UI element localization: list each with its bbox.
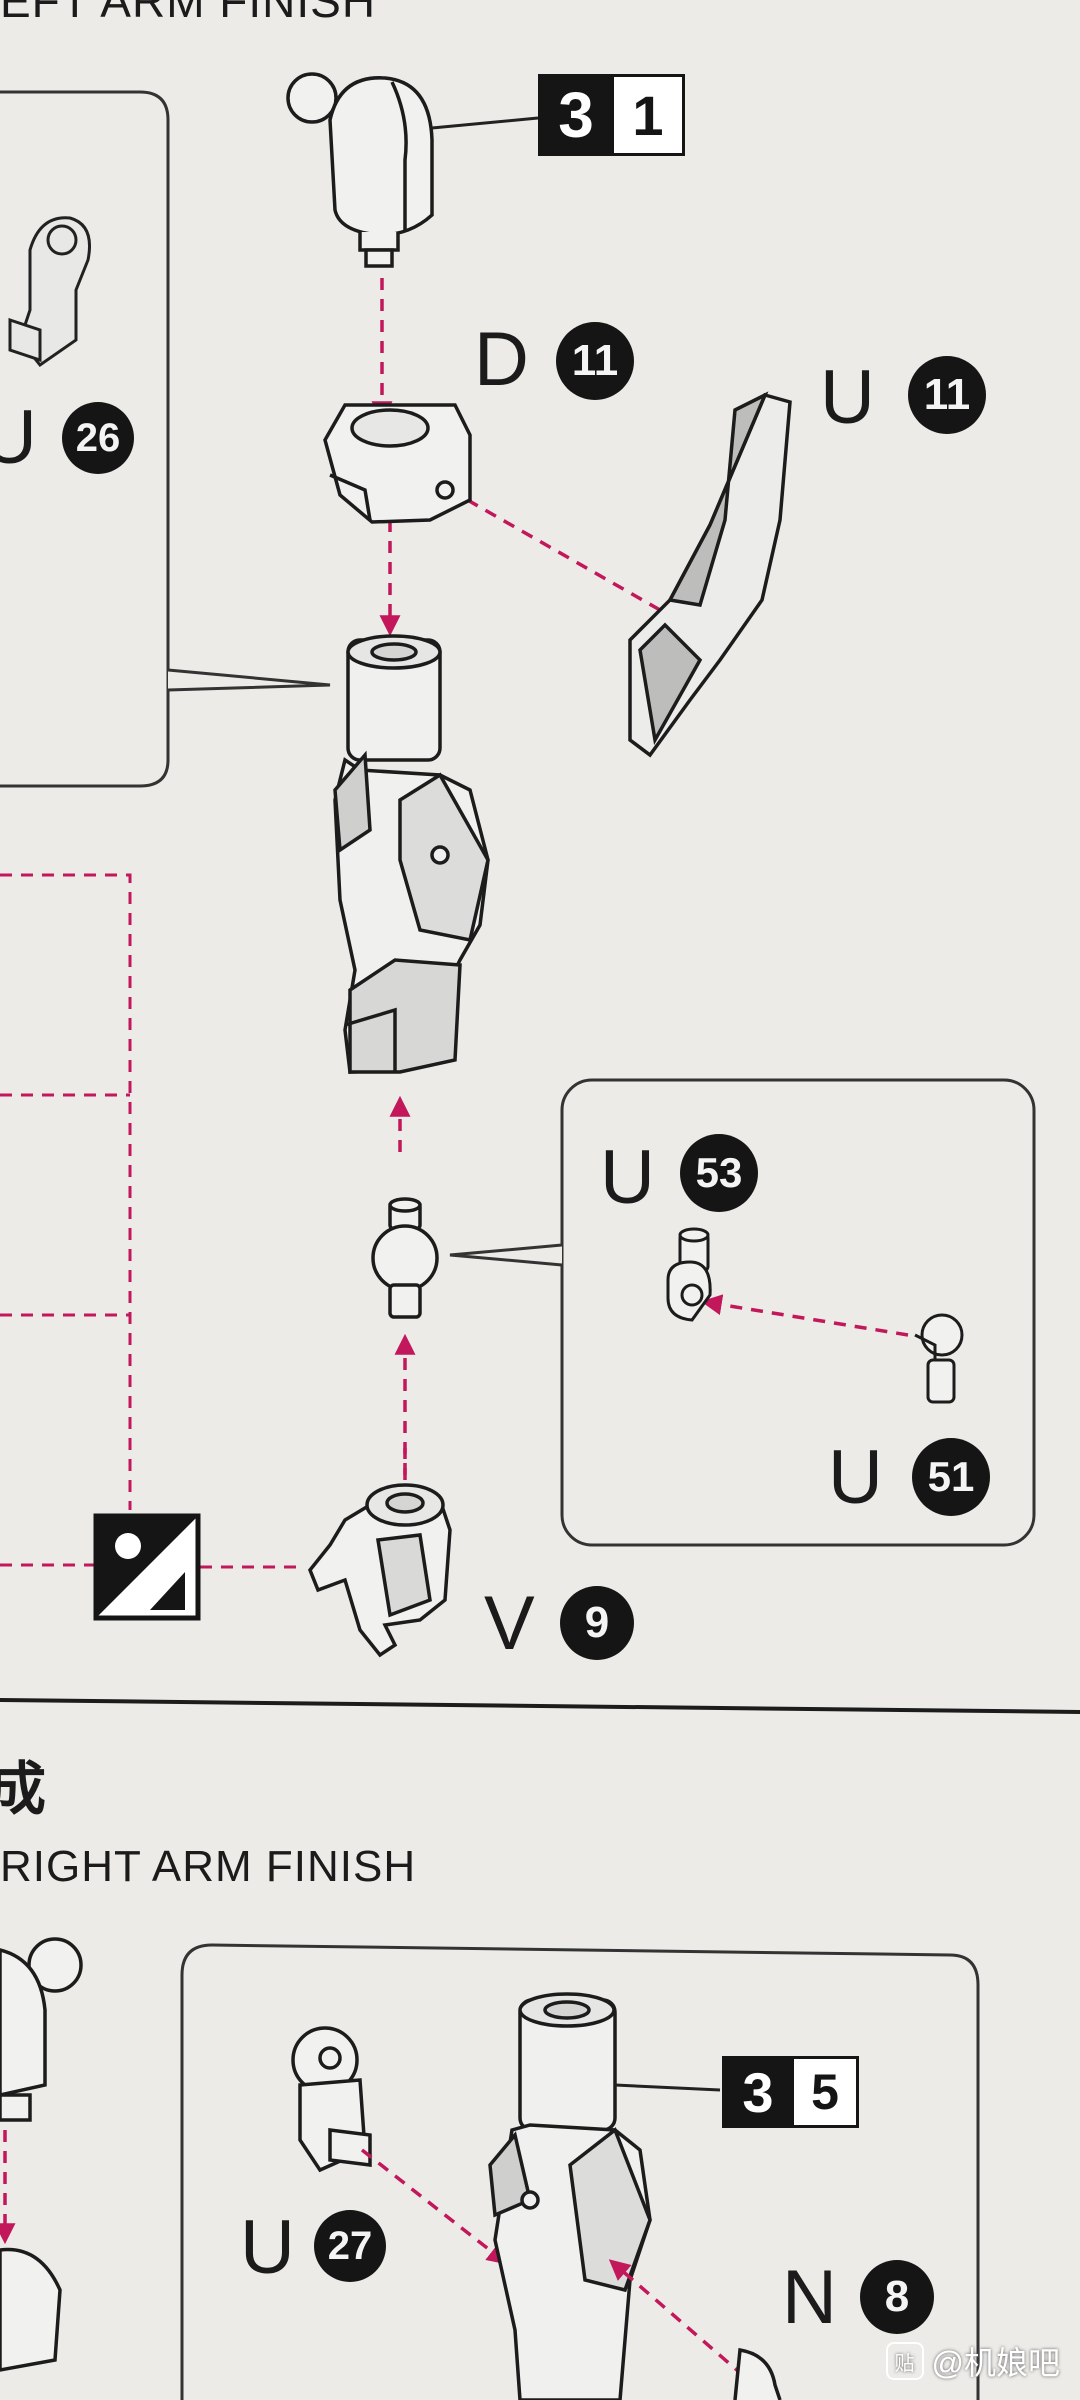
part-u27 (291, 2026, 372, 2173)
top-section-title: EFT ARM FINISH (0, 0, 377, 27)
label-u27-number: 27 (314, 2210, 386, 2282)
part-u51 (914, 1313, 964, 1404)
label-u51-letter: U (828, 1435, 883, 1520)
section2-cn-title: 成 (0, 1757, 47, 1822)
section-divider (0, 1698, 1080, 1714)
label-u53-letter: U (600, 1135, 655, 1220)
watermark: 贴 @机娘吧 (885, 2338, 1061, 2384)
inset-box-bottom (180, 1943, 980, 2400)
section2-en-title: RIGHT ARM FINISH (0, 1842, 417, 1891)
label-u11-letter: U (820, 355, 875, 440)
inset-pointer-right (449, 1243, 563, 1267)
label-d11-letter: D (474, 317, 529, 402)
part-u11-armor-plate (628, 391, 792, 758)
part-n8 (733, 2347, 782, 2400)
label-u51-number: 51 (912, 1438, 990, 1516)
part-d11-hinge (323, 403, 472, 524)
label-v9-number: 9 (560, 1586, 634, 1660)
part-shoulder-joint (286, 72, 434, 268)
label-u26-number: 26 (62, 402, 134, 474)
inset-box-left (0, 90, 170, 788)
label-d11-number: 11 (556, 322, 634, 400)
part-v9 (307, 1483, 452, 1658)
step-number-top: 3 1 (538, 74, 685, 156)
inset-box-right (560, 1078, 1036, 1547)
label-u53-number: 53 (680, 1134, 758, 1212)
label-n8-letter: N (782, 2255, 837, 2340)
guide-lines-left (0, 873, 305, 1569)
label-u26-letter: U (0, 395, 37, 480)
inset-part-u26 (8, 216, 91, 368)
part-u53 (666, 1227, 712, 1322)
label-v9-letter: V (484, 1581, 535, 1666)
part-upper-arm-bottom (488, 1992, 652, 2400)
part-upper-arm (333, 634, 490, 1074)
watermark-text: @机娘吧 (931, 2345, 1061, 2381)
part-shoulder-bottom (0, 1937, 83, 2372)
watermark-icon: 贴 (885, 2342, 924, 2380)
step-number-bottom: 3 5 (722, 2056, 859, 2128)
label-u11-number: 11 (908, 356, 986, 434)
part-ball-joint (371, 1197, 439, 1319)
inset-pointer-left (167, 668, 331, 692)
label-u27-letter: U (240, 2205, 295, 2290)
label-n8-number: 8 (860, 2260, 934, 2334)
symbol-icon (93, 1513, 201, 1621)
